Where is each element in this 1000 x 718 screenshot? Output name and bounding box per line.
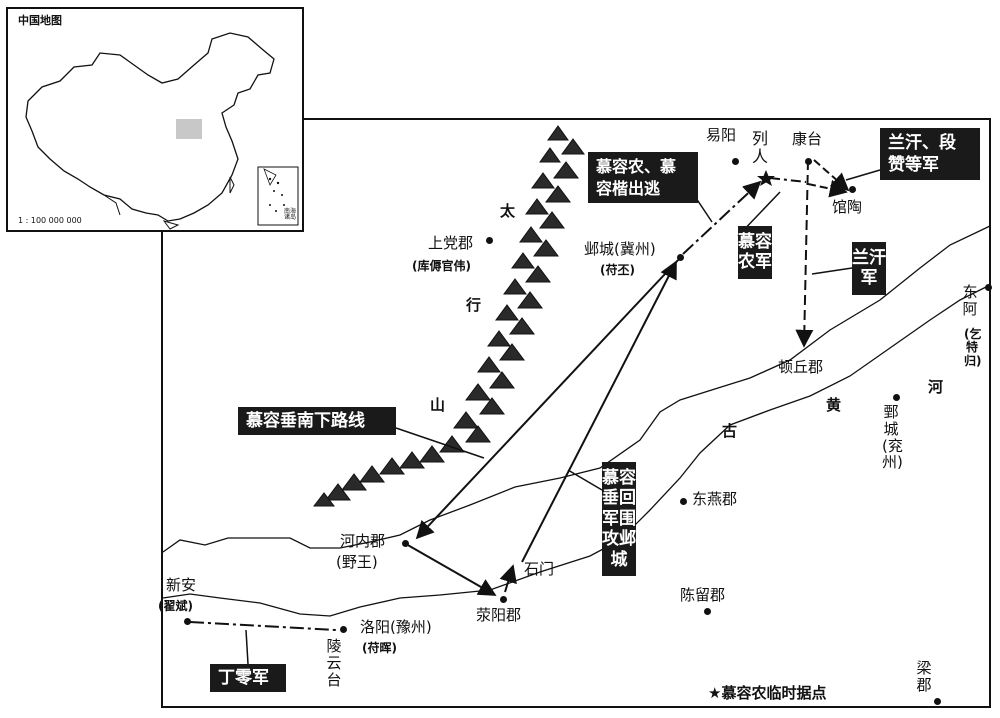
yecheng-dot	[677, 254, 684, 261]
callout-nong-army: 慕容农军	[738, 226, 772, 279]
route-guantao-kangtai	[807, 179, 848, 198]
leader-dingling	[245, 629, 249, 665]
donga-dot	[985, 284, 992, 291]
label-kangtai: 康台	[792, 130, 823, 148]
guantao-dot	[849, 186, 856, 193]
route-dingling	[189, 621, 337, 631]
label-liangjun: 梁郡	[916, 659, 932, 694]
mountain-char-1: 太	[500, 202, 516, 220]
label-donga-holder: (乞特归)	[964, 327, 982, 368]
label-dunqiu: 顿丘郡	[778, 358, 824, 376]
south-sea-islands-label: 南海诸岛	[284, 208, 297, 221]
shangdang-dot	[486, 237, 493, 244]
xinan-dot	[184, 618, 191, 625]
route-kangtai-guantao	[813, 159, 850, 192]
label-donga: 东阿	[962, 283, 978, 318]
route-henei-xingyang	[405, 543, 497, 596]
callout-chui-south: 慕容垂南下路线	[238, 407, 396, 436]
route-shimen	[499, 564, 517, 593]
dongyan-dot	[680, 498, 687, 505]
callout-chui-return: 慕容垂回军围攻邺城	[602, 462, 636, 576]
route-nong-escape	[682, 180, 762, 255]
river-char-2: 黄	[826, 396, 842, 414]
callout-lanhan-army: 兰汗军	[852, 242, 886, 295]
luoyang-dot	[340, 626, 347, 633]
henei-dot	[402, 540, 409, 547]
callout-dingling: 丁零军	[210, 664, 286, 693]
leader-lanhan-duanzan	[845, 169, 881, 181]
label-lingyuntai: 陵云台	[326, 637, 342, 689]
taihang-mountains	[312, 125, 585, 507]
route-lanhan	[795, 159, 814, 348]
label-shimen: 石门	[524, 560, 555, 578]
liangjun-dot	[934, 698, 941, 705]
label-xingyang: 荥阳郡	[476, 606, 522, 624]
route-chui-south	[415, 257, 681, 540]
route-chui-return	[521, 260, 677, 563]
callout-nong-escape: 慕容农、慕容楷出逃	[588, 152, 698, 204]
route-lieren-kangtai	[769, 177, 807, 183]
callout-lanhan-duanzan: 兰汗、段赞等军	[880, 128, 980, 181]
inset-scale: 1 : 100 000 000	[18, 216, 82, 225]
highlight-region	[176, 119, 202, 139]
label-xinan-holder: (翟斌)	[158, 599, 193, 613]
label-shangdang: 上党郡	[428, 234, 474, 252]
label-guantao: 馆陶	[832, 198, 863, 216]
kangtai-dot	[805, 158, 812, 165]
label-chenliu: 陈留郡	[680, 586, 726, 604]
label-lieren: 列人	[752, 129, 769, 166]
label-yecheng: 邺城(冀州)	[584, 240, 656, 258]
chenliu-dot	[704, 608, 711, 615]
mountain-char-2: 行	[466, 296, 482, 314]
legend-temp-base: ★慕容农临时据点	[708, 684, 827, 702]
leader-lanhan	[811, 267, 853, 275]
mountain-char-3: 山	[430, 396, 446, 414]
label-henei-holder: (野王)	[336, 553, 378, 571]
river-char-1: 古	[722, 422, 738, 440]
river-char-3: 河	[928, 378, 944, 396]
china-outline	[25, 32, 299, 230]
leader-south	[395, 427, 485, 459]
juancheng-dot	[893, 394, 900, 401]
lieren-star	[757, 170, 775, 186]
leader-escape	[695, 197, 713, 223]
yiyang-dot	[732, 158, 739, 165]
inset-title: 中国地图	[18, 14, 62, 27]
label-yecheng-holder: (苻丕)	[600, 263, 635, 277]
label-dongyan: 东燕郡	[692, 490, 738, 508]
inset-map: 中国地图 南海诸岛 1 : 100 000 000	[6, 7, 304, 232]
label-luoyang: 洛阳(豫州)	[360, 618, 432, 636]
label-xinan: 新安	[166, 576, 197, 594]
river-south-bank	[162, 284, 991, 617]
label-henei: 河内郡	[340, 532, 386, 550]
river-north-bank	[162, 225, 991, 553]
label-luoyang-holder: (苻晖)	[362, 641, 397, 655]
label-shangdang-holder: (库傉官伟)	[412, 259, 471, 273]
label-juancheng: 鄄城(兖州)	[882, 403, 903, 472]
leader-return	[567, 469, 603, 491]
label-yiyang: 易阳	[706, 126, 737, 144]
xingyang-dot	[500, 596, 507, 603]
